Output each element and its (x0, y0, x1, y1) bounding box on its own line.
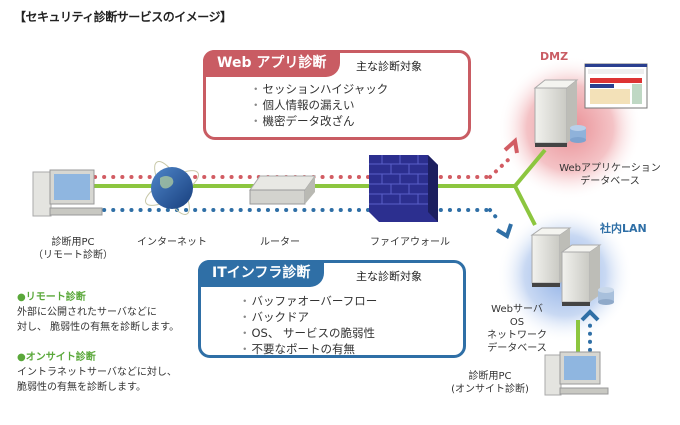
list-item: 個人情報の漏えい (250, 97, 388, 113)
onsite-pc-label: 診断用PC (オンサイト診断) (445, 370, 535, 396)
lan-servers-label-line: ネットワーク (487, 330, 547, 341)
remote-diagnosis-note: ●リモート診断 外部に公開されたサーバなどに 対し、 脆弱性の有無を診断します。 (17, 290, 179, 335)
dmz-servers-label: Webアプリケーション データベース (555, 162, 665, 188)
onsite-note-line: イントラネットサーバなどに対し、 (17, 367, 177, 378)
remote-note-line: 外部に公開されたサーバなどに (17, 307, 157, 318)
firewall-label: ファイアウォール (370, 237, 450, 248)
web-targets-heading: 主な診断対象 (356, 60, 422, 73)
onsite-arrow-icon (580, 309, 600, 322)
lan-label: 社内LAN (600, 222, 647, 235)
web-path-arrow-icon (503, 137, 519, 154)
internet-globe-icon (145, 161, 199, 215)
remote-pc-label-line: （リモート診断） (33, 250, 113, 261)
remote-pc-label: 診断用PC （リモート診断） (28, 236, 118, 262)
remote-pc-label-line: 診断用PC (51, 237, 95, 248)
list-item: バックドア (239, 309, 377, 325)
onsite-diagnosis-note: ●オンサイト診断 イントラネットサーバなどに対し、 脆弱性の有無を診断します。 (17, 350, 177, 395)
onsite-pc-label-line: (オンサイト診断) (451, 384, 529, 395)
lan-servers-label-line: データベース (487, 343, 547, 354)
web-targets-list: セッションハイジャック 個人情報の漏えい 機密データ改ざん (250, 81, 389, 129)
firewall-icon (369, 155, 438, 222)
dmz-server-icon (533, 79, 579, 147)
list-item: OS、 サービスの脆弱性 (239, 325, 377, 341)
diagram-title: 【セキュリティ診断サービスのイメージ】 (14, 10, 232, 24)
list-item: 機密データ改ざん (250, 113, 388, 129)
lan-server-icon (530, 227, 602, 306)
it-infra-diagnosis-box: ITインフラ診断 主な診断対象 バッファオーバーフロー バックドア OS、 サー… (198, 260, 466, 358)
it-targets-heading: 主な診断対象 (356, 270, 422, 283)
internet-label: インターネット (137, 237, 207, 248)
lan-servers-label: Webサーバ OS ネットワーク データベース (478, 303, 556, 355)
dmz-servers-label-line: Webアプリケーション (559, 163, 661, 174)
router-label: ルーター (260, 237, 300, 248)
onsite-pc-icon (544, 351, 609, 396)
dmz-database-icon (570, 125, 586, 143)
dmz-label: DMZ (540, 50, 569, 63)
web-app-window-icon (584, 63, 648, 109)
list-item: 不要なポートの有無 (239, 341, 377, 357)
list-item: セッションハイジャック (250, 81, 389, 97)
lan-database-icon (598, 287, 614, 305)
lan-servers-label-line: OS (509, 317, 525, 328)
list-item: バッファオーバーフロー (239, 293, 378, 309)
web-app-diagnosis-tab: Web アプリ診断 (203, 50, 341, 77)
onsite-note-line: 脆弱性の有無を診断します。 (17, 382, 146, 393)
onsite-note-heading: ●オンサイト診断 (17, 352, 96, 363)
onsite-pc-label-line: 診断用PC (468, 371, 512, 382)
it-path-arrow-icon (495, 223, 513, 239)
web-app-diagnosis-box: Web アプリ診断 主な診断対象 セッションハイジャック 個人情報の漏えい 機密… (203, 50, 471, 140)
dmz-servers-label-line: データベース (580, 176, 640, 187)
remote-note-line: 対し、 脆弱性の有無を診断します。 (17, 322, 180, 333)
remote-pc-icon (32, 169, 103, 217)
lan-servers-label-line: Webサーバ (491, 304, 543, 315)
it-targets-list: バッファオーバーフロー バックドア OS、 サービスの脆弱性 不要なポートの有無 (239, 293, 378, 357)
remote-note-heading: ●リモート診断 (17, 292, 86, 303)
router-icon (249, 175, 316, 205)
it-infra-diagnosis-tab: ITインフラ診断 (198, 260, 325, 287)
